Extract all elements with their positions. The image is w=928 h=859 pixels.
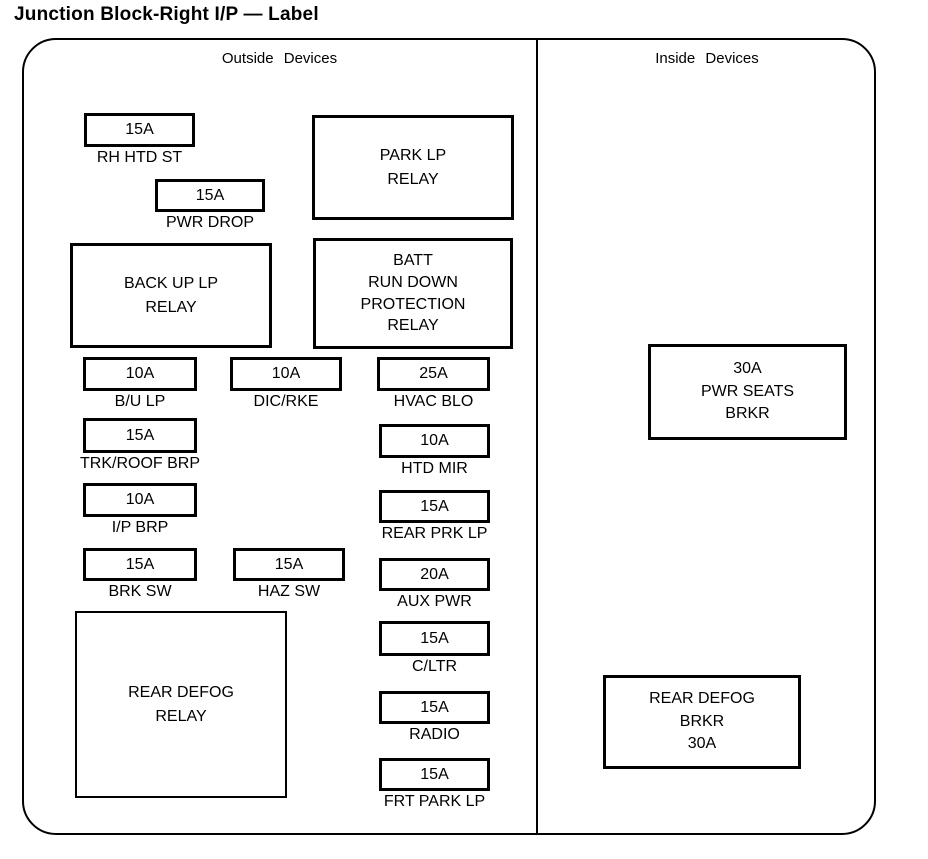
fuse-box: 15A: [379, 490, 490, 523]
fuse-box: 15A: [83, 418, 197, 453]
fuse-hvac-blo: 25A HVAC BLO: [377, 357, 490, 411]
fuse-amp: 10A: [271, 365, 301, 382]
relay-back-up-lp: BACK UP LP RELAY: [70, 243, 272, 348]
fuse-label: B/U LP: [114, 393, 166, 410]
fuse-label: REAR PRK LP: [381, 525, 488, 542]
outside-devices-header: Outside Devices: [221, 50, 338, 67]
fuse-box: 10A: [230, 357, 342, 391]
fuse-amp: 10A: [420, 432, 449, 449]
fuse-label: BRK SW: [108, 583, 172, 600]
fuse-label: DIC/RKE: [253, 393, 319, 410]
relay-park-lp: PARK LP RELAY: [312, 115, 514, 220]
fuse-htd-mir: 10A HTD MIR: [379, 424, 490, 478]
fuse-label: I/P BRP: [111, 519, 169, 536]
fuse-label: HVAC BLO: [393, 393, 474, 410]
relay-rear-defog: REAR DEFOG RELAY: [75, 611, 287, 798]
fuse-label: TRK/ROOF BRP: [79, 455, 201, 472]
fuse-rh-htd-st: 15A RH HTD ST: [84, 113, 195, 167]
fuse-aux-pwr: 20A AUX PWR: [379, 558, 490, 611]
fuse-label: PWR DROP: [166, 214, 254, 231]
fuse-label: RADIO: [409, 726, 460, 743]
fuse-box: 10A: [83, 357, 197, 391]
fuse-box: 15A: [83, 548, 197, 581]
inside-devices-header: Inside Devices: [655, 50, 759, 67]
fuse-label: AUX PWR: [397, 593, 472, 610]
fuse-bu-lp: 10A B/U LP: [83, 357, 197, 411]
page-title: Junction Block-Right I/P — Label: [14, 4, 319, 25]
fuse-label: RH HTD ST: [96, 149, 183, 166]
fuse-pwr-drop: 15A PWR DROP: [155, 179, 265, 232]
fuse-box: 15A: [155, 179, 265, 212]
fuse-amp: 10A: [125, 491, 155, 508]
fuse-box: 15A: [233, 548, 345, 581]
fuse-label: HAZ SW: [257, 583, 321, 600]
fuse-label: HTD MIR: [401, 460, 468, 477]
fuse-box: 15A: [84, 113, 195, 147]
fuse-amp: 15A: [125, 426, 155, 444]
fuse-amp: 15A: [195, 186, 225, 204]
fuse-box: 10A: [83, 483, 197, 517]
fuse-amp: 15A: [420, 497, 449, 515]
fuse-box: 20A: [379, 558, 490, 591]
fuse-box: 25A: [377, 357, 490, 391]
fuse-radio: 15A RADIO: [379, 691, 490, 744]
fuse-frt-park-lp: 15A FRT PARK LP: [379, 758, 490, 811]
fuse-amp: 15A: [420, 698, 449, 716]
fuse-box: 15A: [379, 621, 490, 656]
fuse-amp: 20A: [420, 565, 449, 583]
fuse-label: FRT PARK LP: [383, 793, 486, 810]
breaker-pwr-seats: 30A PWR SEATS BRKR: [648, 344, 847, 440]
fuse-amp: 25A: [419, 365, 448, 382]
fuse-trk-roof-brp: 15A TRK/ROOF BRP: [79, 418, 201, 473]
fuse-box: 10A: [379, 424, 490, 458]
fuse-amp: 15A: [420, 765, 449, 783]
fuse-rear-prk-lp: 15A REAR PRK LP: [379, 490, 490, 543]
relay-batt-run-down-protection: BATT RUN DOWN PROTECTION RELAY: [313, 238, 513, 349]
fuse-cltr: 15A C/LTR: [379, 621, 490, 676]
fuse-haz-sw: 15A HAZ SW: [233, 548, 345, 601]
breaker-rear-defog: REAR DEFOG BRKR 30A: [603, 675, 801, 769]
fuse-amp: 15A: [420, 629, 449, 647]
fuse-brk-sw: 15A BRK SW: [83, 548, 197, 601]
fuse-amp: 15A: [125, 121, 154, 138]
fuse-amp: 10A: [125, 365, 155, 382]
fuse-label: C/LTR: [411, 658, 458, 675]
fuse-ip-brp: 10A I/P BRP: [83, 483, 197, 537]
section-divider: [536, 38, 538, 833]
fuse-dic-rke: 10A DIC/RKE: [230, 357, 342, 411]
fuse-amp: 15A: [125, 555, 155, 573]
fuse-amp: 15A: [274, 555, 304, 573]
fuse-box: 15A: [379, 758, 490, 791]
fuse-box: 15A: [379, 691, 490, 724]
